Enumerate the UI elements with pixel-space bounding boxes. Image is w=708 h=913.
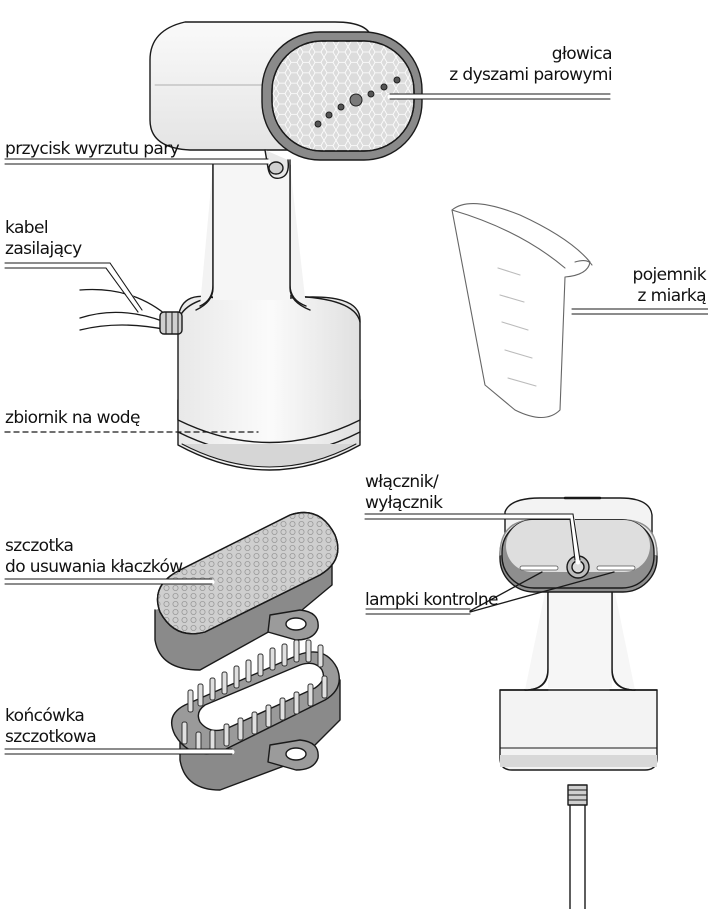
label-lint-brush-line2: do usuwania kłaczków <box>5 557 183 578</box>
label-head-line1: głowica <box>449 44 612 65</box>
steamer-main <box>80 22 422 470</box>
label-power-switch-line2: wyłącznik <box>365 493 442 514</box>
label-head: głowica z dyszami parowymi <box>449 44 612 86</box>
label-brush-attachment: końcówka szczotkowa <box>5 706 96 748</box>
label-power-cable-line1: kabel <box>5 218 82 239</box>
label-measuring-cup: pojemnik z miarką <box>633 265 706 307</box>
label-power-cable-line2: zasilający <box>5 239 82 260</box>
label-head-line2: z dyszami parowymi <box>449 65 612 86</box>
label-brush-attachment-line1: końcówka <box>5 706 96 727</box>
label-power-switch-line1: włącznik/ <box>365 472 442 493</box>
label-water-tank: zbiornik na wodę <box>5 408 140 429</box>
label-indicator-lights-text: lampki kontrolne <box>365 590 498 611</box>
label-power-cable: kabel zasilający <box>5 218 82 260</box>
label-steam-button-text: przycisk wyrzutu pary <box>5 139 179 160</box>
label-water-tank-text: zbiornik na wodę <box>5 408 140 429</box>
label-lint-brush: szczotka do usuwania kłaczków <box>5 536 183 578</box>
label-lint-brush-line1: szczotka <box>5 536 183 557</box>
label-indicator-lights: lampki kontrolne <box>365 590 498 611</box>
label-brush-attachment-line2: szczotkowa <box>5 727 96 748</box>
label-power-switch: włącznik/ wyłącznik <box>365 472 442 514</box>
label-steam-button: przycisk wyrzutu pary <box>5 139 179 160</box>
label-measuring-cup-line2: z miarką <box>633 286 706 307</box>
label-measuring-cup-line1: pojemnik <box>633 265 706 286</box>
